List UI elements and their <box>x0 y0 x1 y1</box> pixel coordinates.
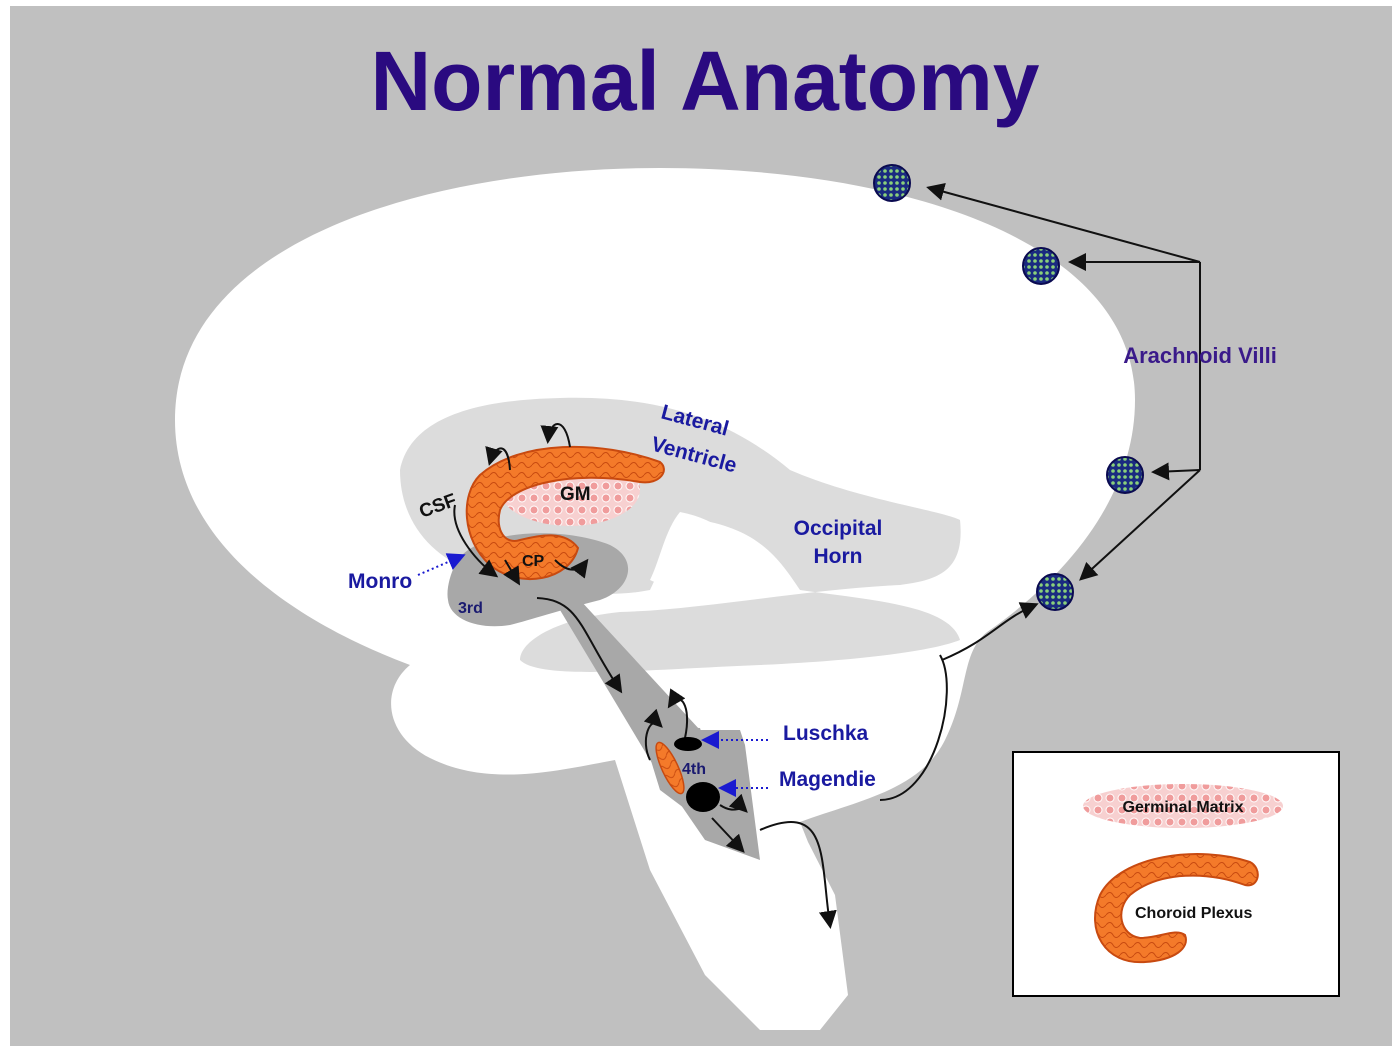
label-magendie: Magendie <box>779 768 876 791</box>
label-monro: Monro <box>348 570 412 593</box>
label-occipital-line1: Occipital <box>794 517 883 540</box>
label-luschka: Luschka <box>783 722 869 745</box>
villi-arrow-3 <box>1155 470 1200 472</box>
arachnoid-villus-2 <box>1023 248 1059 284</box>
label-cp: CP <box>522 553 545 570</box>
luschka-foramen <box>674 737 702 751</box>
arachnoid-villus-1 <box>874 165 910 201</box>
page-title: Normal Anatomy <box>370 34 1039 128</box>
arachnoid-villus-3 <box>1107 457 1143 493</box>
brain-silhouette <box>175 168 1135 1030</box>
legend-choroid-label: Choroid Plexus <box>1135 905 1252 922</box>
magendie-foramen <box>686 782 720 812</box>
arachnoid-villus-4 <box>1037 574 1073 610</box>
label-arachnoid-villi: Arachnoid Villi <box>1123 343 1277 368</box>
label-third: 3rd <box>458 600 483 617</box>
label-gm: GM <box>560 484 591 505</box>
legend-germinal-label: Germinal Matrix <box>1123 799 1244 816</box>
label-fourth: 4th <box>682 761 706 778</box>
label-occipital-line2: Horn <box>814 545 863 568</box>
